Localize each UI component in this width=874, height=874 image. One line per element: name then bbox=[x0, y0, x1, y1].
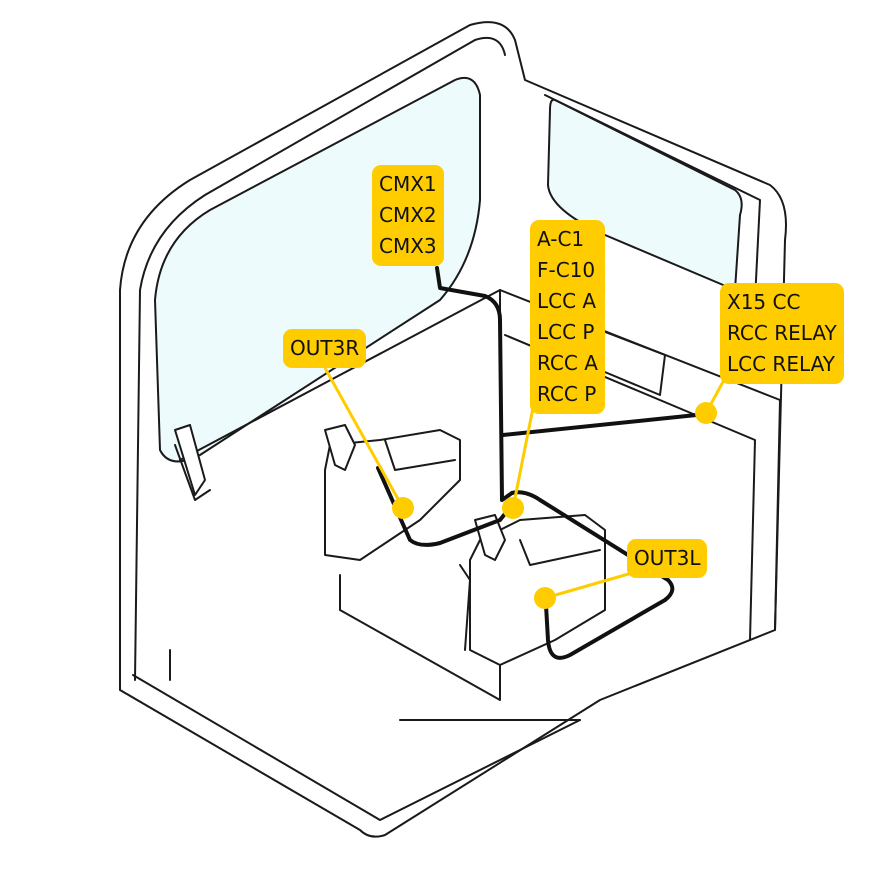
callout-line: CMX1 bbox=[379, 172, 437, 196]
right-window bbox=[547, 98, 743, 291]
callout-relay: X15 CC RCC RELAY LCC RELAY bbox=[720, 283, 844, 384]
callout-line: LCC A bbox=[537, 289, 597, 313]
callout-out3l: OUT3L bbox=[627, 539, 708, 578]
cable-out3l bbox=[510, 490, 675, 660]
cable-cmx bbox=[435, 266, 514, 502]
leader-center bbox=[511, 407, 535, 509]
connector-dot-center bbox=[502, 497, 524, 519]
leader-out3l bbox=[544, 571, 633, 600]
callout-line: OUT3L bbox=[634, 546, 701, 570]
callout-line: X15 CC bbox=[727, 290, 801, 314]
connector-dot-out3l bbox=[534, 587, 556, 609]
callout-line: RCC A bbox=[537, 351, 598, 375]
callout-line: RCC RELAY bbox=[727, 321, 837, 345]
callout-out3r: OUT3R bbox=[283, 329, 367, 368]
callout-line: RCC P bbox=[537, 382, 597, 406]
callout-cmx: CMX1 CMX2 CMX3 bbox=[372, 165, 444, 266]
connector-dot-relay bbox=[695, 402, 717, 424]
callout-line: OUT3R bbox=[290, 336, 360, 360]
callout-center: A-C1 F-C10 LCC A LCC P RCC A RCC P bbox=[530, 220, 605, 414]
right-seat bbox=[324, 429, 461, 561]
callout-line: LCC RELAY bbox=[727, 352, 835, 376]
cable-out3r bbox=[376, 466, 514, 547]
callout-line: A-C1 bbox=[537, 227, 585, 251]
connector-dot-out3r bbox=[392, 497, 414, 519]
leader-out3r bbox=[323, 367, 405, 509]
callout-line: F-C10 bbox=[537, 258, 596, 282]
callout-line: CMX2 bbox=[379, 203, 437, 227]
cable-relay bbox=[501, 412, 708, 437]
callout-line: CMX3 bbox=[379, 234, 437, 258]
callout-line: LCC P bbox=[537, 320, 595, 344]
